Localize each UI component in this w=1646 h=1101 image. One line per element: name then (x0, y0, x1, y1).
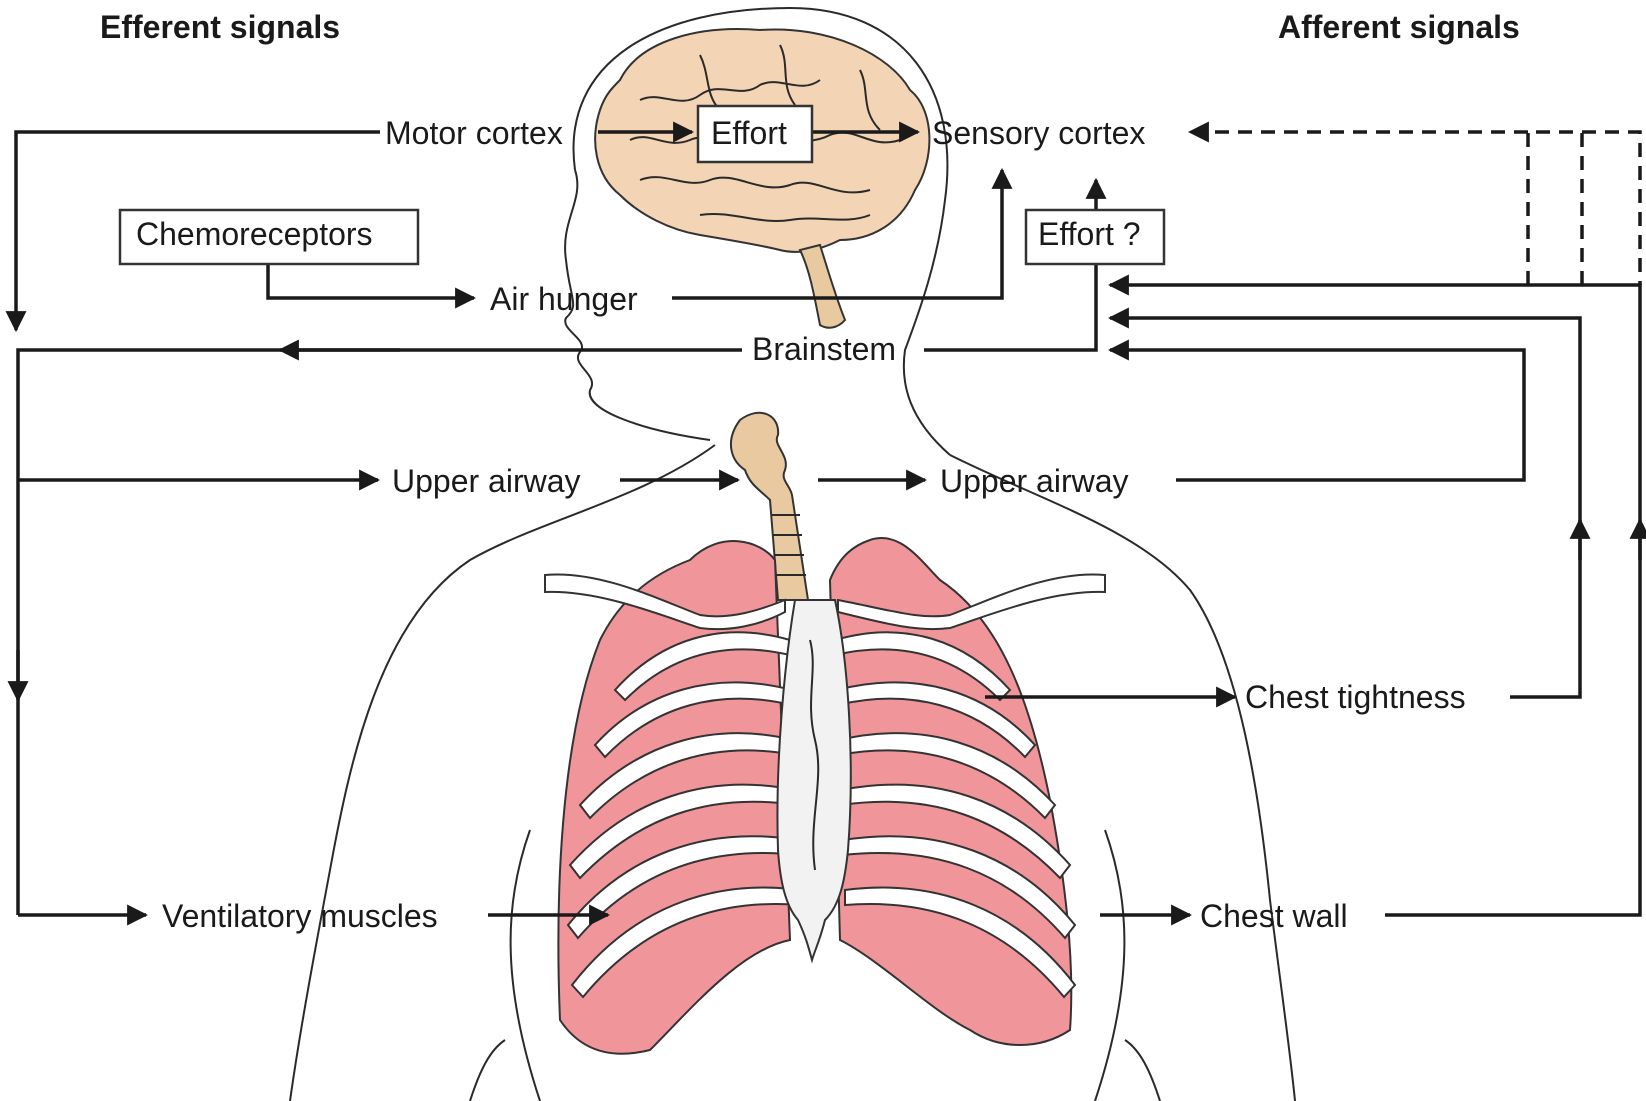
upper-airway-afferent-label: Upper airway (940, 463, 1129, 499)
effort-q-label: Effort ? (1038, 216, 1141, 252)
effort-label: Effort (711, 115, 787, 151)
arrow-chest-tightness-afferent (1110, 318, 1580, 697)
dashed-afferent-loop (1528, 132, 1640, 285)
arrow-chemo-to-airhunger (268, 264, 474, 298)
brain-illustration (595, 29, 929, 328)
ventilatory-muscles-label: Ventilatory muscles (162, 898, 438, 934)
air-hunger-label: Air hunger (490, 281, 638, 317)
arrow-upper-airway-afferent (1110, 350, 1524, 480)
efferent-header: Efferent signals (100, 9, 340, 45)
chest-wall-label: Chest wall (1200, 898, 1348, 934)
ribcage-illustration (545, 538, 1105, 1054)
chest-tightness-label: Chest tightness (1245, 679, 1466, 715)
brainstem-label: Brainstem (752, 331, 896, 367)
upper-airway-efferent-label: Upper airway (392, 463, 581, 499)
sensory-cortex-label: Sensory cortex (932, 115, 1145, 151)
afferent-header: Afferent signals (1278, 9, 1520, 45)
arrow-chest-wall-afferent (1110, 285, 1640, 915)
motor-cortex-label: Motor cortex (385, 115, 563, 151)
chemoreceptors-label: Chemoreceptors (136, 216, 373, 252)
